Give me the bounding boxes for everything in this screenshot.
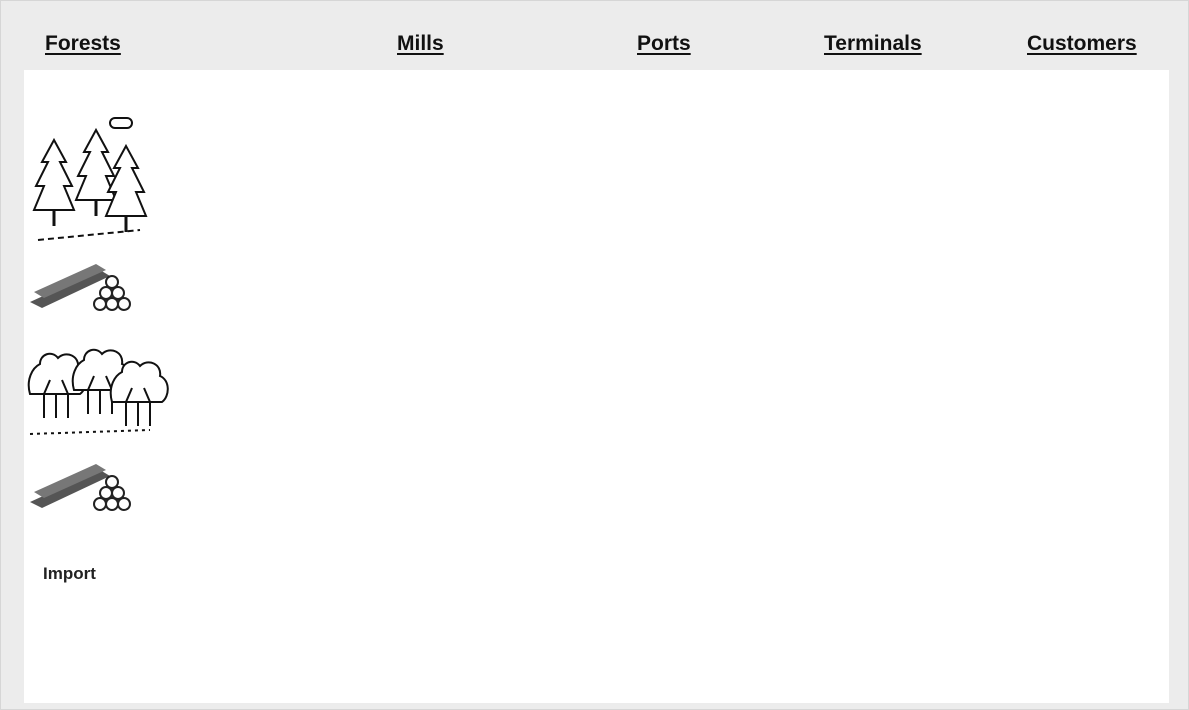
log-pile-icon [29,263,131,311]
forest-icon [27,348,169,435]
log-pile-icon [29,463,131,511]
diagram-canvas [24,70,1169,703]
header-mills: Mills [397,32,444,55]
header-ports: Ports [637,32,691,55]
forest-icon [32,117,148,241]
header-customers: Customers [1027,32,1137,55]
header-forests: Forests [45,32,121,55]
import-label: Import [43,564,96,583]
header-terminals: Terminals [824,32,922,55]
